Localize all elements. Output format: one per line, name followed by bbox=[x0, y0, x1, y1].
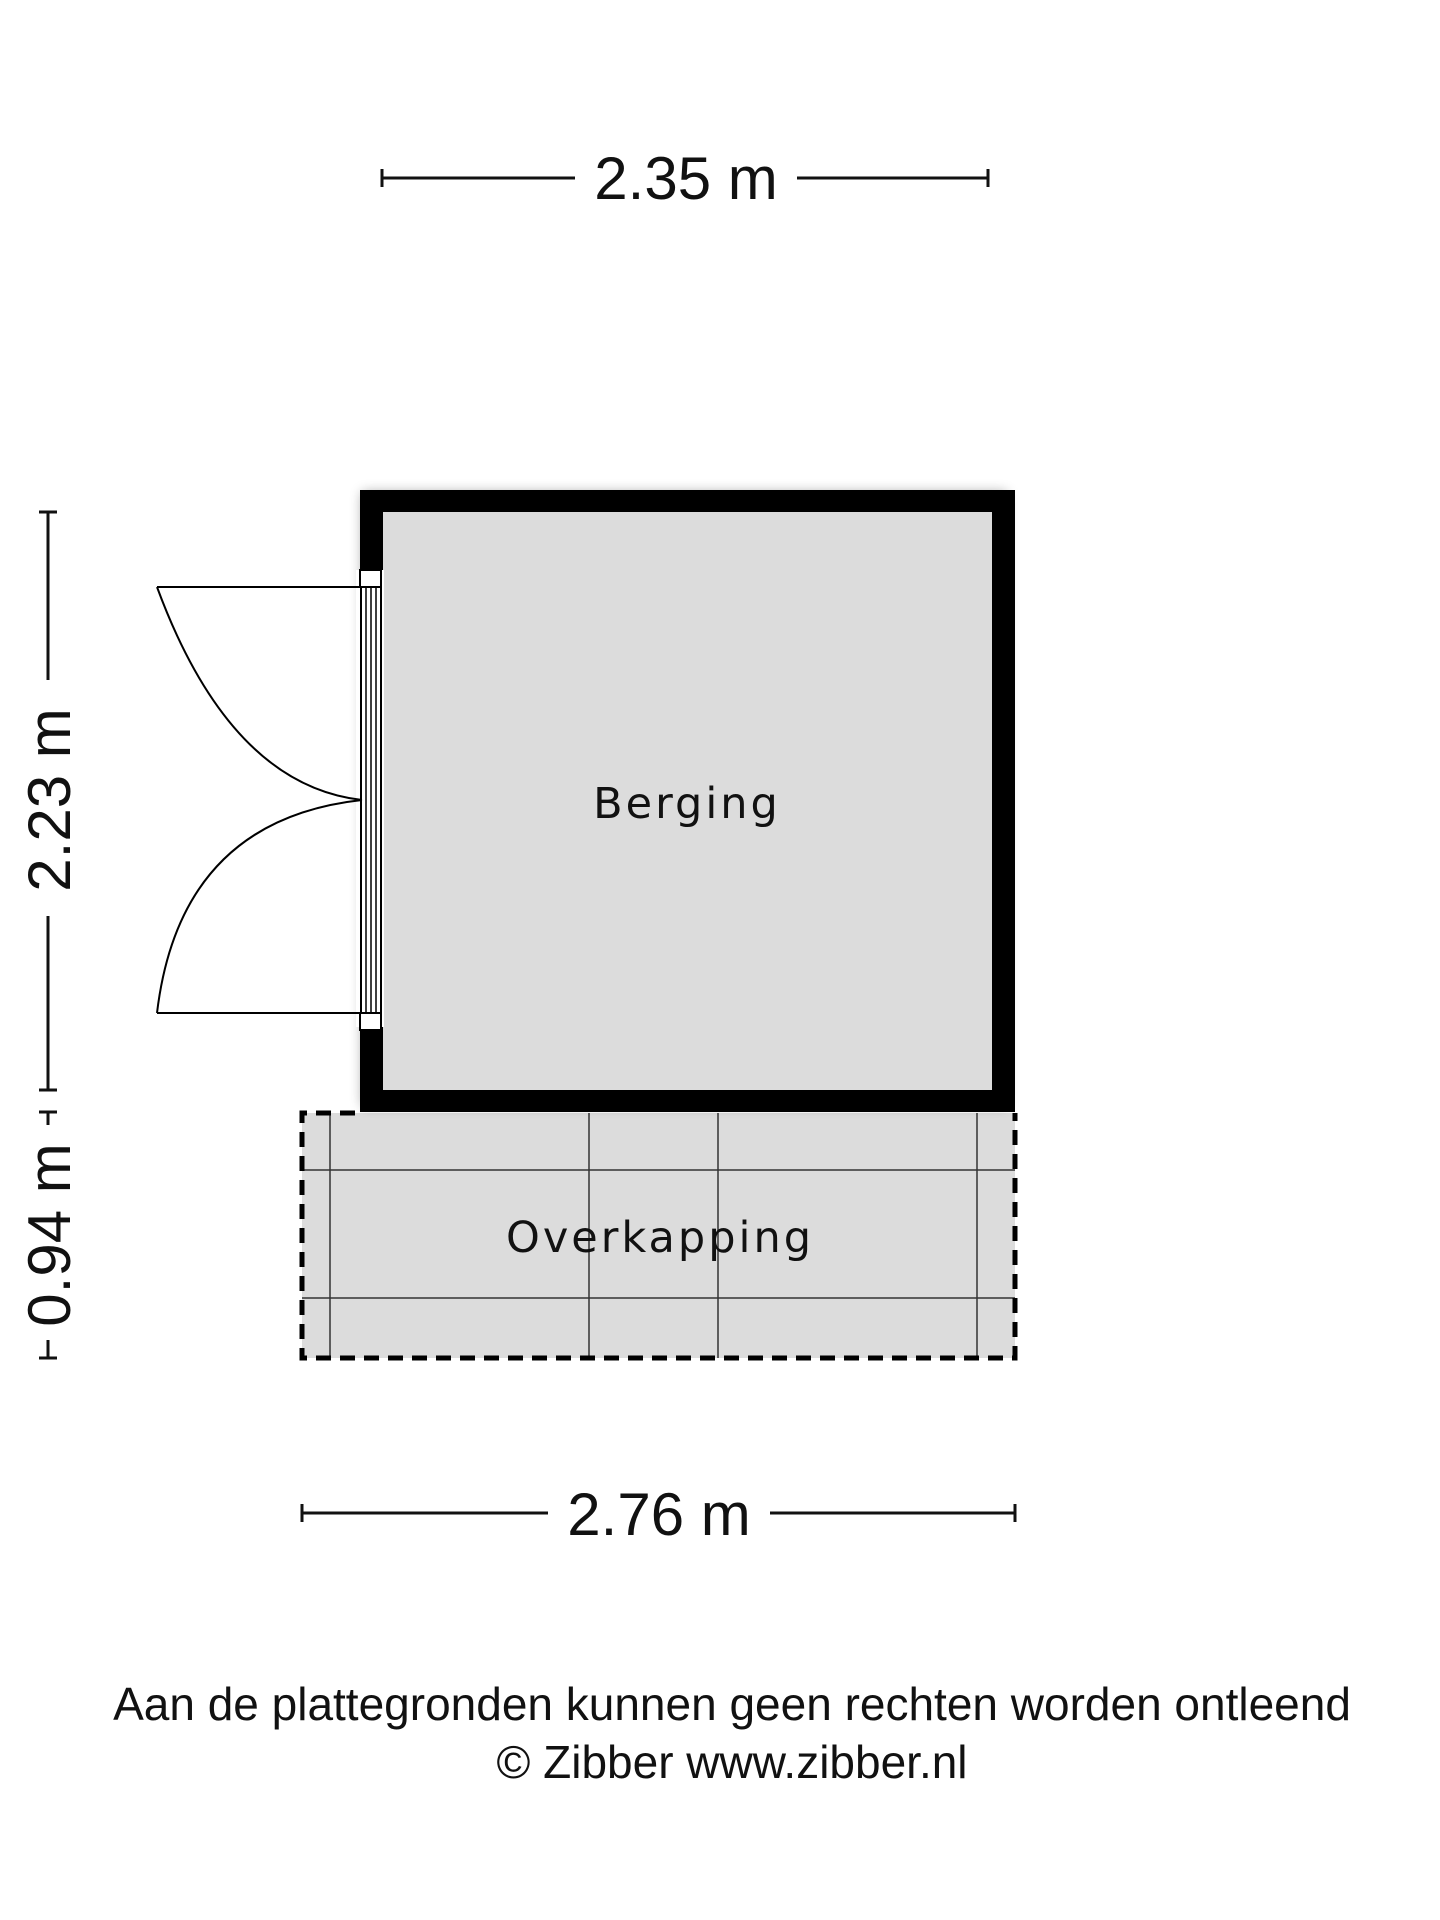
dimension-top: 2.35 m bbox=[380, 145, 990, 212]
footer-copyright: © Zibber www.zibber.nl bbox=[496, 1736, 967, 1788]
double-door bbox=[156, 586, 363, 1014]
dimension-bottom: 2.76 m bbox=[300, 1481, 1017, 1548]
footer-disclaimer: Aan de plattegronden kunnen geen rechten… bbox=[113, 1678, 1351, 1730]
storage-room: Berging bbox=[356, 490, 1015, 1112]
room-label-storage: Berging bbox=[593, 779, 781, 829]
dimension-left-storage: 2.23 m bbox=[16, 510, 83, 1092]
dimension-left-canopy-label: 0.94 m bbox=[16, 1143, 83, 1326]
dimension-bottom-label: 2.76 m bbox=[567, 1481, 750, 1548]
dimension-left-canopy: 0.94 m bbox=[16, 1110, 83, 1360]
dimension-top-label: 2.35 m bbox=[594, 145, 777, 212]
dimension-left-storage-label: 2.23 m bbox=[16, 708, 83, 891]
canopy-area: Overkapping bbox=[299, 1110, 1018, 1361]
room-label-canopy: Overkapping bbox=[506, 1213, 814, 1263]
